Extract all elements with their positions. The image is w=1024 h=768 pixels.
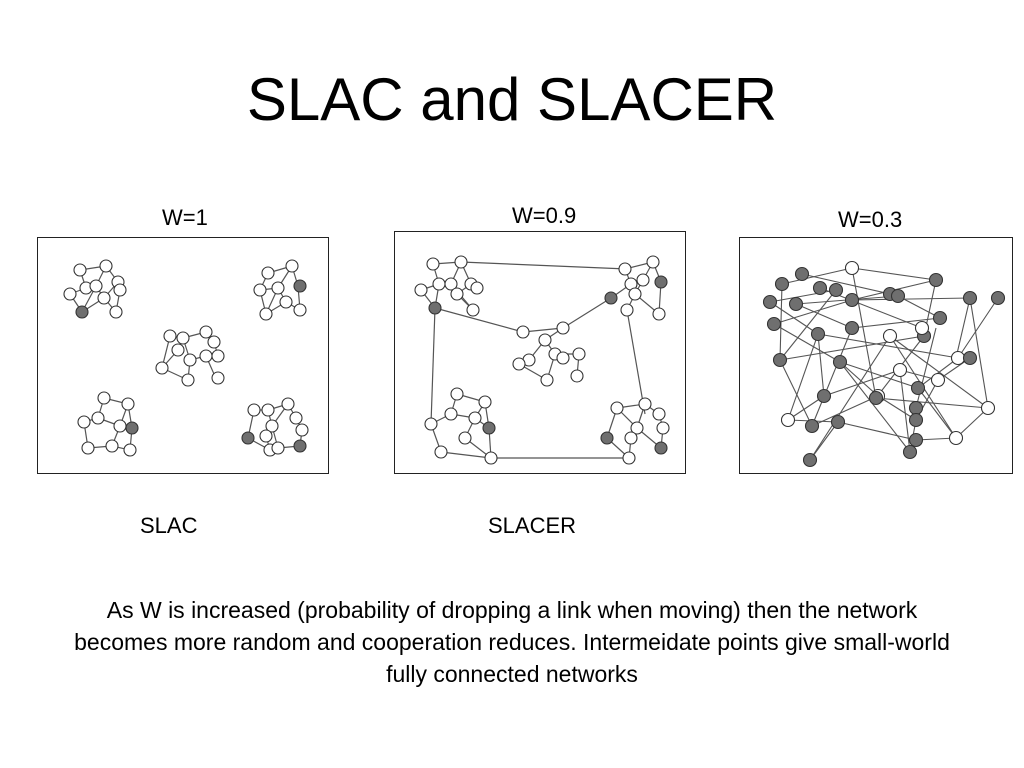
network-panel-w1 xyxy=(37,237,329,474)
network-graph-w1 xyxy=(63,259,309,457)
panel-w03-w-label: W=0.3 xyxy=(838,207,903,232)
panel-w09-name-label: SLACER xyxy=(488,513,577,538)
slide-title: SLAC and SLACER xyxy=(246,66,778,133)
network-graph-w09 xyxy=(414,255,670,465)
network-panel-w03 xyxy=(739,237,1013,474)
network-panel-w09 xyxy=(394,231,686,474)
panel-w09-w-label: W=0.9 xyxy=(512,203,577,228)
slide-caption: As W is increased (probability of droppi… xyxy=(74,597,950,687)
panel-w1-w-label: W=1 xyxy=(162,205,208,230)
panel-w1-name-label: SLAC xyxy=(140,513,198,538)
network-graph-w03 xyxy=(762,260,1006,468)
